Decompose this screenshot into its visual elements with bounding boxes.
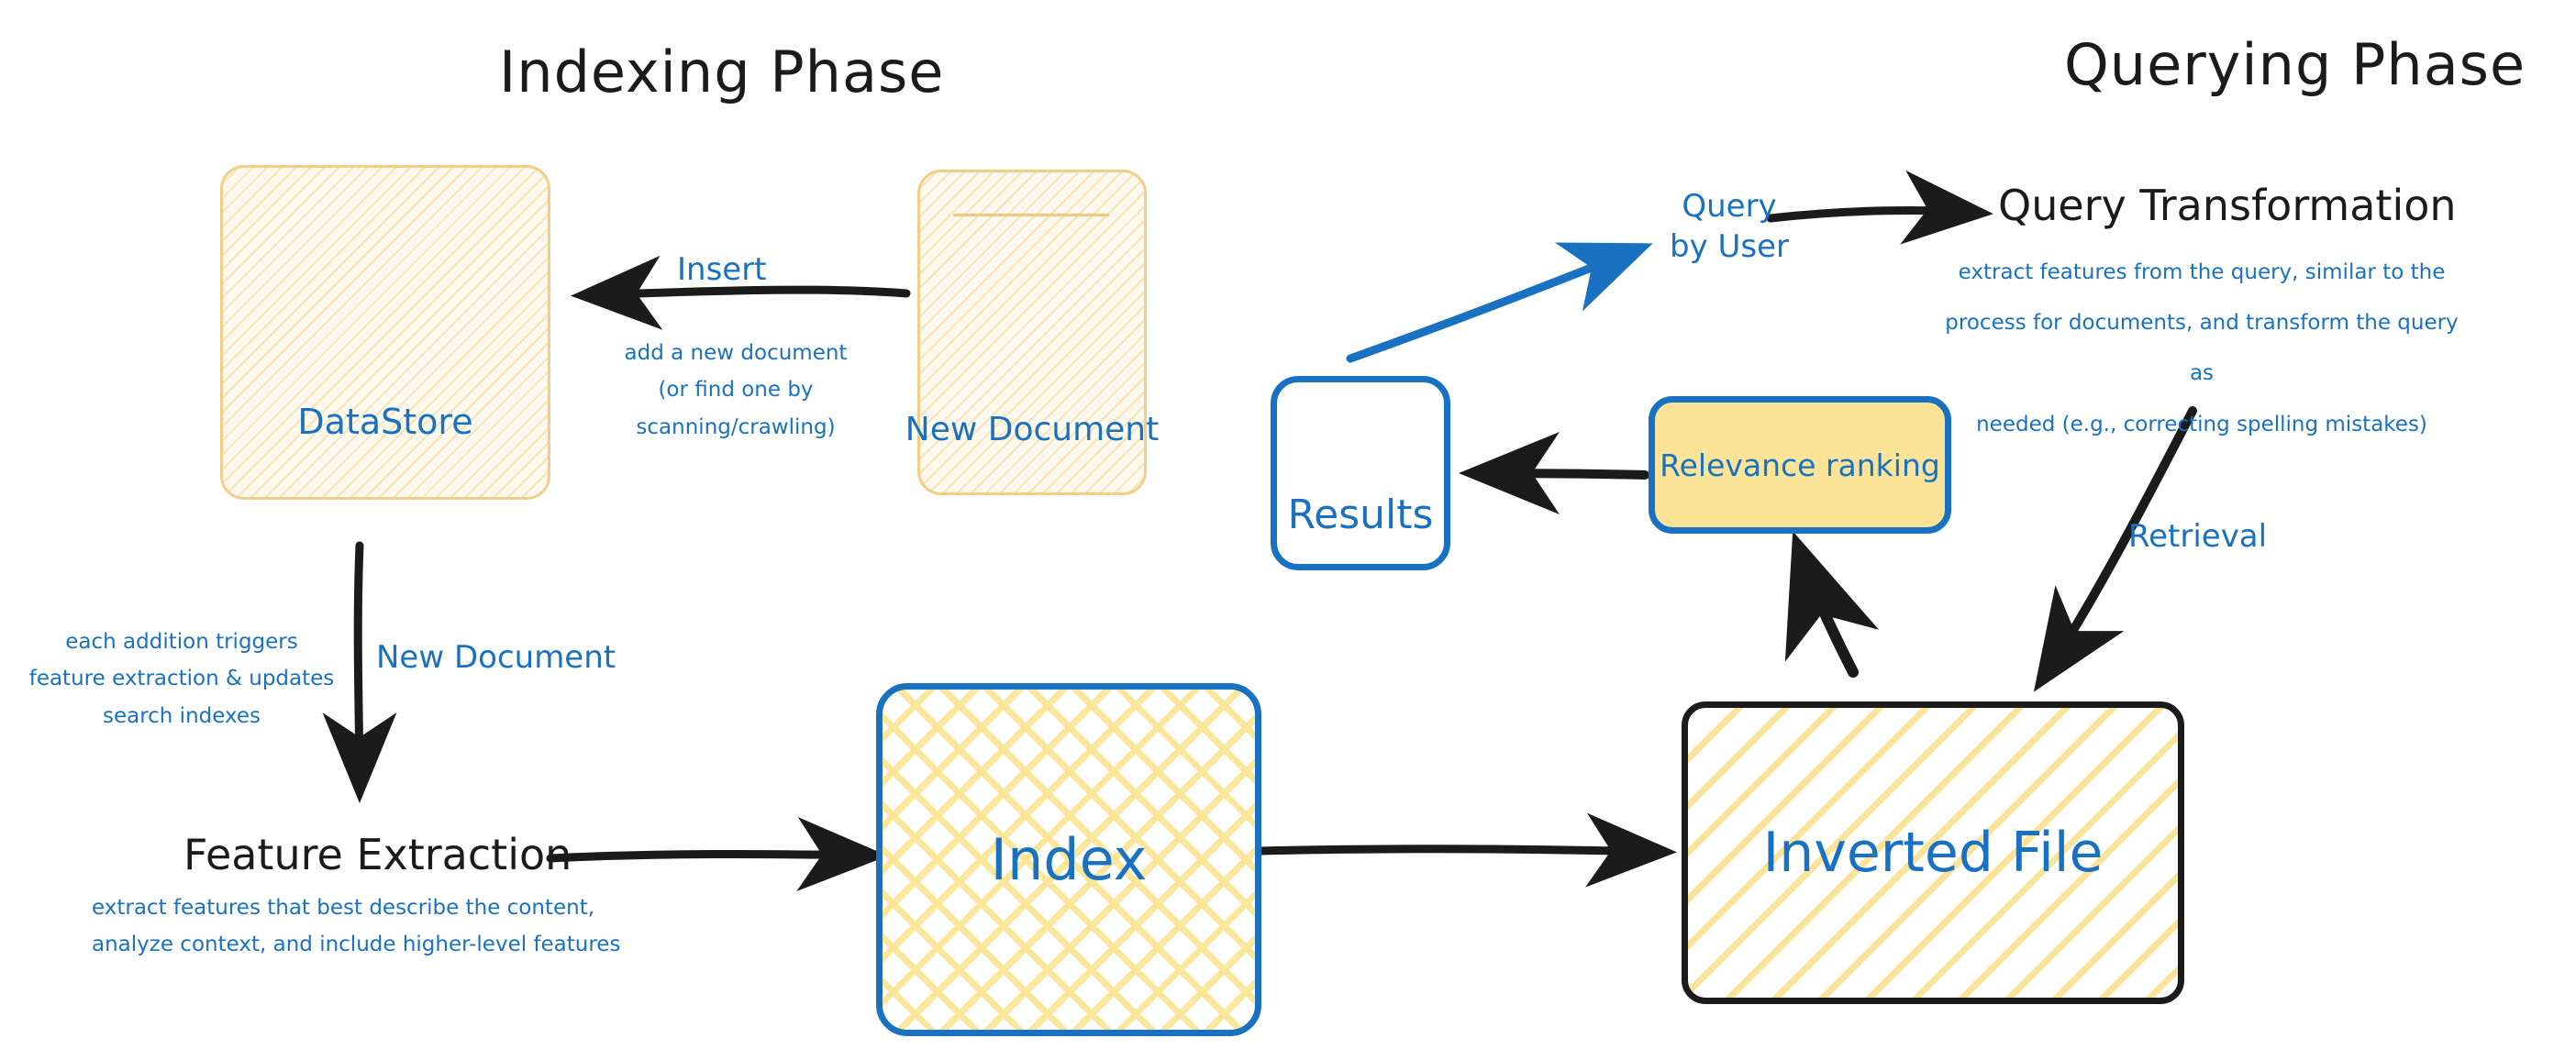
node-inverted-file-label: Inverted File — [1762, 821, 2104, 885]
node-feature-extraction-label[interactable]: Feature Extraction — [183, 830, 572, 879]
node-results-label: Results — [1287, 491, 1434, 538]
phase-title-indexing: Indexing Phase — [499, 39, 945, 105]
edge-relevance-ranking-to-results — [1459, 432, 1649, 515]
edge-query-to-transformation — [1766, 170, 1993, 245]
edge-inverted-file-to-relevance-ranking — [1784, 531, 1880, 678]
edge-feature-extraction-to-index — [546, 817, 888, 892]
node-feature-extraction-description: extract features that best describe the … — [92, 896, 621, 957]
node-results[interactable]: Results — [1271, 376, 1450, 570]
node-datastore[interactable]: DataStore — [220, 165, 550, 500]
node-query-by-user-label[interactable]: Query by User — [1670, 188, 1790, 266]
document-title-rule — [953, 214, 1109, 216]
node-new-document[interactable]: New Document — [905, 170, 1159, 495]
edge-results-to-query-by-user — [1346, 242, 1653, 363]
node-index-label: Index — [990, 826, 1148, 893]
node-inverted-file[interactable]: Inverted File — [1682, 701, 2184, 1004]
node-new-document-label: New Document — [905, 411, 1160, 448]
edge-insert — [571, 255, 911, 330]
node-relevance-ranking[interactable]: Relevance ranking — [1649, 396, 1951, 534]
node-query-transformation-label[interactable]: Query Transformation — [1998, 181, 2457, 230]
edge-label-retrieval: Retrieval — [2128, 518, 2268, 555]
edge-sublabel-datastore-to-feature-extraction: each addition triggers feature extractio… — [28, 630, 335, 728]
phase-title-querying: Querying Phase — [2064, 31, 2526, 98]
node-datastore-label: DataStore — [297, 402, 473, 442]
node-query-transformation-description: extract features from the query, similar… — [1945, 260, 2459, 436]
edge-label-insert: Insert — [677, 251, 767, 288]
edge-label-datastore-to-feature-extraction: New Document — [376, 639, 616, 676]
edge-datastore-to-feature-extraction — [322, 541, 397, 803]
node-index[interactable]: Index — [876, 683, 1261, 1036]
edge-index-to-inverted-file — [1257, 812, 1677, 888]
edge-sublabel-insert: add a new document (or find one by scann… — [624, 341, 848, 439]
node-relevance-ranking-label: Relevance ranking — [1660, 447, 1940, 483]
